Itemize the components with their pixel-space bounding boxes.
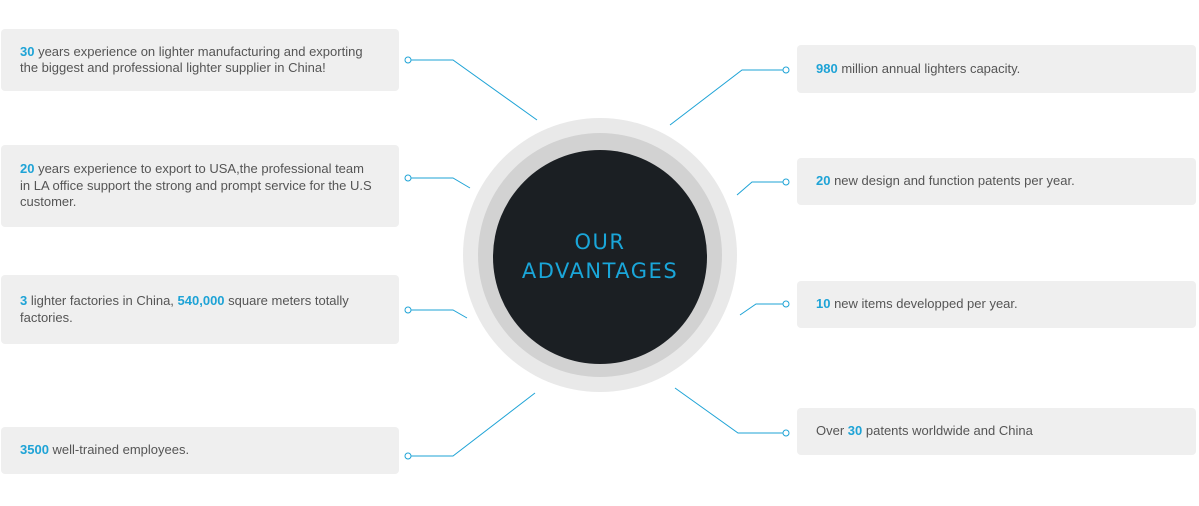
advantage-card-left: 3 lighter factories in China, 540,000 sq… (1, 275, 399, 344)
connector-left-2 (411, 177, 471, 189)
connector-right-4 (674, 387, 783, 434)
advantage-card-left: 3500 well-trained employees. (1, 427, 399, 474)
connector-dot (404, 56, 412, 64)
advantage-text: 980 million annual lighters capacity. (816, 61, 1020, 78)
advantage-text: 10 new items developped per year. (816, 296, 1018, 313)
center-title-line1: OUR (574, 230, 626, 254)
highlight-number: 980 (816, 60, 838, 76)
text-segment: new design and function patents per year… (830, 173, 1075, 189)
connector-right-3 (739, 303, 783, 316)
connector-right-1 (669, 69, 783, 126)
connector-dot (782, 429, 790, 437)
text-segment: square meters totally factories. (20, 293, 349, 325)
highlight-number: 20 (816, 173, 831, 189)
connector-dot (404, 306, 412, 314)
connector-dot (782, 178, 790, 186)
text-segment: million annual lighters capacity. (837, 60, 1021, 76)
text-segment: Over (816, 423, 848, 439)
connector-dot (782, 300, 790, 308)
text-segment: patents worldwide and China (862, 423, 1033, 439)
connector-right-2 (736, 181, 783, 196)
text-segment: years experience to export to USA,the pr… (20, 161, 372, 210)
connector-dot (404, 174, 412, 182)
text-segment: years experience on lighter manufacturin… (20, 43, 363, 76)
advantage-card-right: 980 million annual lighters capacity. (797, 45, 1196, 93)
center-title-line2: ADVANTAGES (521, 259, 679, 283)
connector-left-1 (411, 59, 538, 121)
advantage-card-right: 20 new design and function patents per y… (797, 158, 1196, 205)
connector-left-4 (411, 392, 536, 457)
connector-dot (782, 66, 790, 74)
advantage-card-right: Over 30 patents worldwide and China (797, 408, 1196, 455)
advantage-text: 3500 well-trained employees. (20, 442, 189, 459)
text-segment: well-trained employees. (48, 442, 190, 458)
connector-left-3 (411, 309, 468, 319)
center-badge: OUR ADVANTAGES (493, 150, 707, 364)
advantage-text: 20 new design and function patents per y… (816, 173, 1075, 190)
connector-dot (404, 452, 412, 460)
advantage-text: 30 years experience on lighter manufactu… (20, 44, 377, 77)
highlight-number: 3500 (20, 442, 49, 458)
highlight-number: 3 (20, 293, 28, 308)
highlight-number: 10 (816, 296, 831, 312)
advantage-text: 3 lighter factories in China, 540,000 sq… (20, 293, 377, 326)
highlight-number: 30 (20, 43, 35, 59)
highlight-number: 540,000 (177, 293, 225, 308)
text-segment: lighter factories in China, (27, 293, 178, 308)
text-segment: new items developped per year. (830, 296, 1018, 312)
advantage-text: 20 years experience to export to USA,the… (20, 161, 377, 211)
advantage-card-left: 20 years experience to export to USA,the… (1, 145, 399, 227)
advantage-text: Over 30 patents worldwide and China (816, 423, 1033, 440)
highlight-number: 30 (847, 423, 863, 439)
advantage-card-right: 10 new items developped per year. (797, 281, 1196, 328)
advantage-card-left: 30 years experience on lighter manufactu… (1, 29, 399, 91)
highlight-number: 20 (20, 161, 35, 177)
